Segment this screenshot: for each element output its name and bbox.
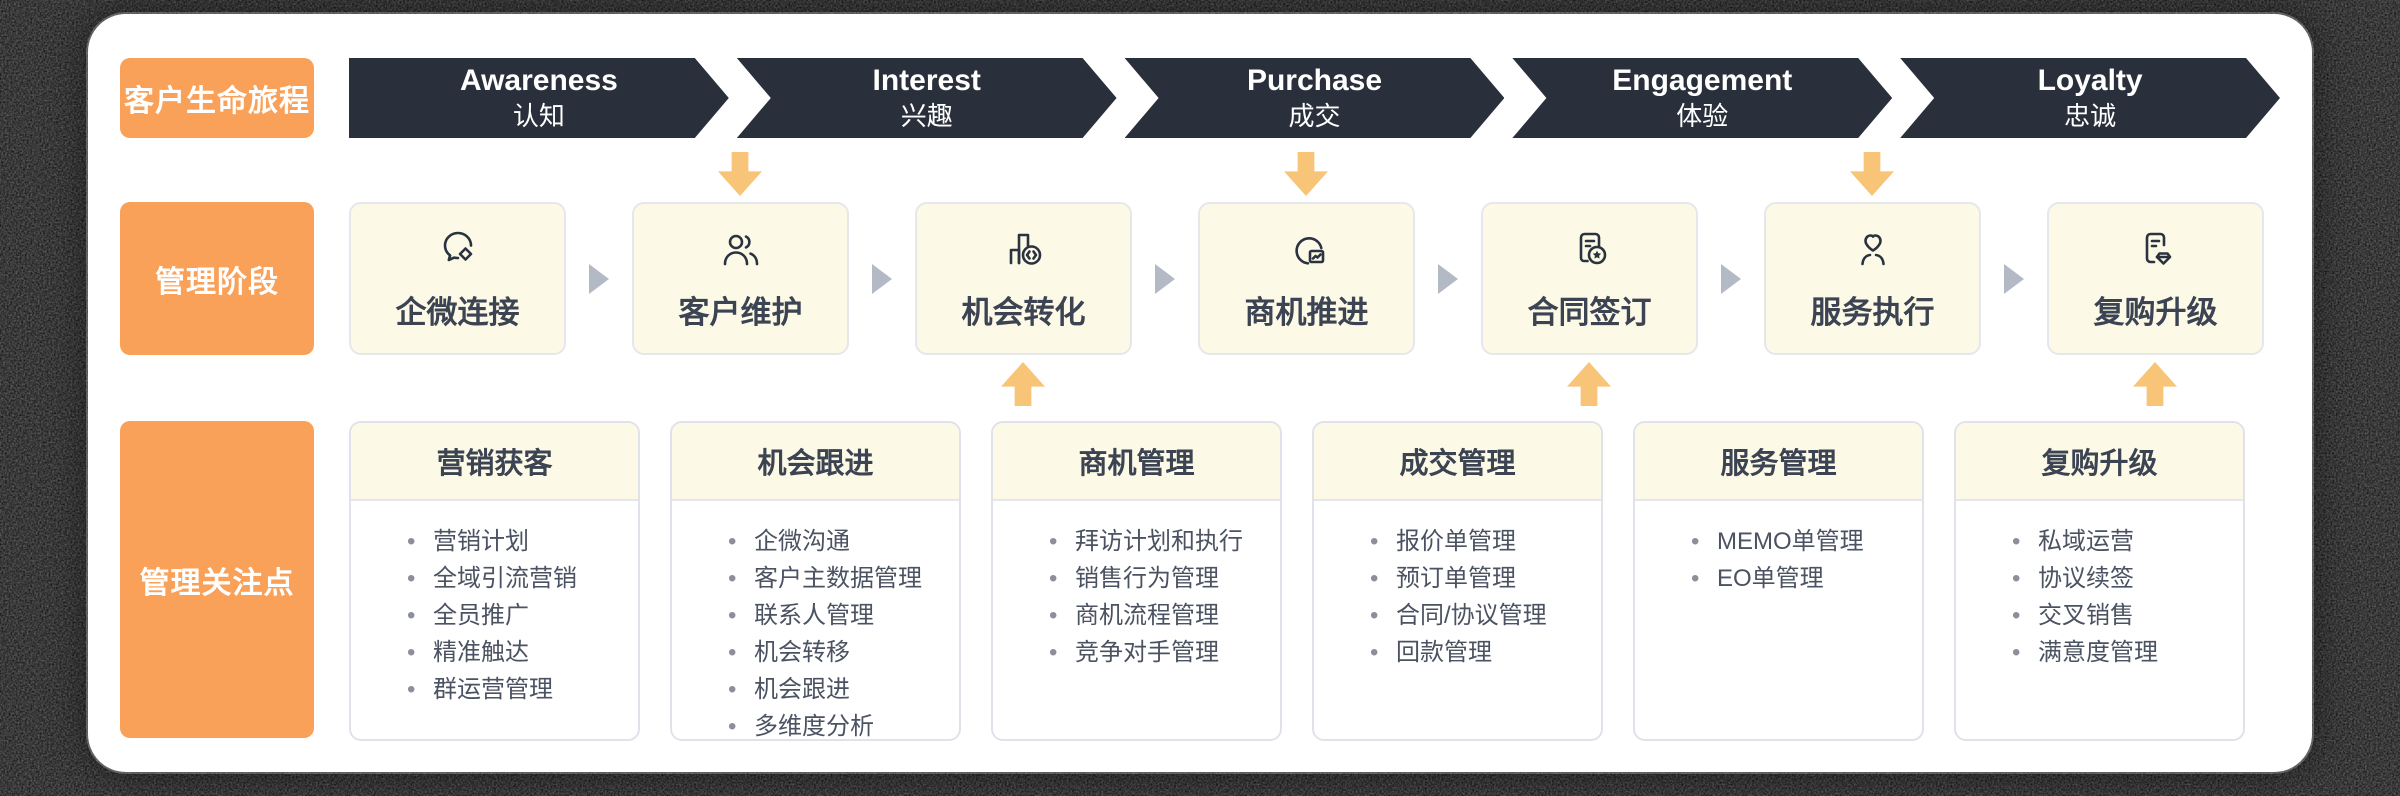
focus-item: 企微沟通 bbox=[728, 523, 949, 560]
stage-card-service-execute: 服务执行 bbox=[1764, 202, 1981, 355]
focus-item: 合同/协议管理 bbox=[1370, 597, 1591, 634]
wecom-chat-icon bbox=[443, 231, 472, 262]
focus-item: 精准触达 bbox=[407, 634, 628, 671]
stage-card-contract-sign: 合同签订 bbox=[1481, 202, 1698, 355]
next-step-triangle-icon bbox=[1438, 264, 1458, 294]
journey-arrow-purchase: Purchase 成交 bbox=[1125, 58, 1505, 138]
flow-down-arrow-icon bbox=[1850, 152, 1894, 196]
focus-item: 销售行为管理 bbox=[1049, 560, 1270, 597]
journey-arrow-zh: 忠诚 bbox=[2064, 101, 2117, 132]
next-step-triangle-icon bbox=[872, 264, 892, 294]
focus-item: 协议续签 bbox=[2012, 560, 2233, 597]
stage-card-label: 服务执行 bbox=[1810, 295, 1935, 330]
journey-arrow-interest: Interest 兴趣 bbox=[737, 58, 1117, 138]
pie-trend-icon bbox=[1294, 237, 1324, 265]
focus-item: 营销计划 bbox=[407, 523, 628, 560]
next-step-triangle-icon bbox=[1721, 264, 1741, 294]
stage-card-label: 复购升级 bbox=[2093, 295, 2218, 330]
focus-card-marketing: 营销获客 营销计划 全域引流营销 全员推广 精准触达 群运营管理 bbox=[349, 421, 640, 741]
journey-arrow-zh: 认知 bbox=[512, 101, 565, 132]
focus-item-list: 企微沟通 客户主数据管理 联系人管理 机会转移 机会跟进 多维度分析 bbox=[672, 501, 959, 739]
journey-arrow-en: Loyalty bbox=[2037, 64, 2143, 98]
journey-arrow-loyalty: Loyalty 忠诚 bbox=[1900, 58, 2280, 138]
journey-arrow-zh: 成交 bbox=[1288, 101, 1341, 132]
focus-card-service-management: 服务管理 MEMO单管理 EO单管理 bbox=[1633, 421, 1924, 741]
focus-card-title: 成交管理 bbox=[1314, 423, 1601, 501]
journey-arrow-awareness: Awareness 认知 bbox=[349, 58, 729, 138]
focus-item: 商机流程管理 bbox=[1049, 597, 1270, 634]
focus-item: 报价单管理 bbox=[1370, 523, 1591, 560]
stage-row-label: 管理阶段 bbox=[120, 202, 314, 355]
doc-gem-icon bbox=[2145, 232, 2171, 265]
focus-item-list: 报价单管理 预订单管理 合同/协议管理 回款管理 bbox=[1314, 501, 1601, 671]
next-step-triangle-icon bbox=[2004, 264, 2024, 294]
focus-card-title: 复购升级 bbox=[1956, 423, 2243, 501]
focus-item: 满意度管理 bbox=[2012, 634, 2233, 671]
focus-card-closing-management: 成交管理 报价单管理 预订单管理 合同/协议管理 回款管理 bbox=[1312, 421, 1603, 741]
flow-up-arrow-icon bbox=[1001, 362, 1045, 406]
customer-people-icon bbox=[723, 234, 758, 266]
stage-card-label: 合同签订 bbox=[1527, 295, 1652, 330]
flow-down-arrow-icon bbox=[718, 152, 762, 196]
flow-up-arrow-icon bbox=[1567, 362, 1611, 406]
focus-card-title: 商机管理 bbox=[993, 423, 1280, 501]
flow-up-arrow-icon bbox=[2133, 362, 2177, 406]
journey-arrow-zh: 兴趣 bbox=[900, 101, 953, 132]
focus-item: EO单管理 bbox=[1691, 560, 1912, 597]
next-step-triangle-icon bbox=[1155, 264, 1175, 294]
journey-arrow-en: Purchase bbox=[1246, 64, 1383, 98]
journey-arrow-en: Interest bbox=[872, 64, 981, 98]
focus-item: 客户主数据管理 bbox=[728, 560, 949, 597]
stage-card-label: 机会转化 bbox=[961, 295, 1086, 330]
stage-card-wecom-connect: 企微连接 bbox=[349, 202, 566, 355]
focus-item-list: 营销计划 全域引流营销 全员推广 精准触达 群运营管理 bbox=[351, 501, 638, 708]
flow-down-arrow-icon bbox=[1284, 152, 1328, 196]
focus-item: 机会跟进 bbox=[728, 671, 949, 708]
journey-arrow-engagement: Engagement 体验 bbox=[1512, 58, 1892, 138]
focus-item: 机会转移 bbox=[728, 634, 949, 671]
focus-row-label: 管理关注点 bbox=[120, 421, 314, 738]
stage-card-repurchase-upgrade: 复购升级 bbox=[2047, 202, 2264, 355]
stage-card-label: 企微连接 bbox=[395, 295, 520, 330]
stage-card-customer-maintain: 客户维护 bbox=[632, 202, 849, 355]
stage-card-opportunity-convert: 机会转化 bbox=[915, 202, 1132, 355]
focus-card-title: 服务管理 bbox=[1635, 423, 1922, 501]
focus-card-title: 机会跟进 bbox=[672, 423, 959, 501]
focus-item: 交叉销售 bbox=[2012, 597, 2233, 634]
chart-coin-icon bbox=[1009, 233, 1041, 265]
focus-item-list: MEMO单管理 EO单管理 bbox=[1635, 501, 1922, 597]
journey-stage-banner: Awareness 认知 Interest 兴趣 Purchase 成交 Eng… bbox=[349, 58, 2280, 138]
focus-item: MEMO单管理 bbox=[1691, 523, 1912, 560]
contract-star-icon bbox=[1579, 232, 1606, 265]
next-step-triangle-icon bbox=[589, 264, 609, 294]
focus-item: 全员推广 bbox=[407, 597, 628, 634]
stage-card-label: 商机推进 bbox=[1244, 295, 1369, 330]
focus-item: 竞争对手管理 bbox=[1049, 634, 1270, 671]
focus-card-opportunity-follow: 机会跟进 企微沟通 客户主数据管理 联系人管理 机会转移 机会跟进 多维度分析 bbox=[670, 421, 961, 741]
focus-item: 拜访计划和执行 bbox=[1049, 523, 1270, 560]
focus-item: 回款管理 bbox=[1370, 634, 1591, 671]
journey-row-label: 客户生命旅程 bbox=[120, 58, 314, 138]
journey-arrow-zh: 体验 bbox=[1676, 101, 1729, 132]
focus-item: 联系人管理 bbox=[728, 597, 949, 634]
journey-arrow-en: Awareness bbox=[459, 64, 618, 98]
stage-card-deal-advance: 商机推进 bbox=[1198, 202, 1415, 355]
focus-item: 多维度分析 bbox=[728, 708, 949, 739]
journey-arrow-en: Engagement bbox=[1612, 64, 1793, 98]
heart-hand-icon bbox=[1860, 234, 1885, 266]
focus-item: 全域引流营销 bbox=[407, 560, 628, 597]
focus-card-deal-management: 商机管理 拜访计划和执行 销售行为管理 商机流程管理 竞争对手管理 bbox=[991, 421, 1282, 741]
focus-card-repurchase-upgrade: 复购升级 私域运营 协议续签 交叉销售 满意度管理 bbox=[1954, 421, 2245, 741]
diagram-panel: 客户生命旅程 管理阶段 管理关注点 Awareness 认知 Interest … bbox=[88, 14, 2312, 772]
focus-item-list: 私域运营 协议续签 交叉销售 满意度管理 bbox=[1956, 501, 2243, 671]
focus-card-title: 营销获客 bbox=[351, 423, 638, 501]
focus-item: 预订单管理 bbox=[1370, 560, 1591, 597]
focus-item: 私域运营 bbox=[2012, 523, 2233, 560]
stage-card-label: 客户维护 bbox=[678, 295, 803, 330]
focus-item-list: 拜访计划和执行 销售行为管理 商机流程管理 竞争对手管理 bbox=[993, 501, 1280, 671]
focus-item: 群运营管理 bbox=[407, 671, 628, 708]
